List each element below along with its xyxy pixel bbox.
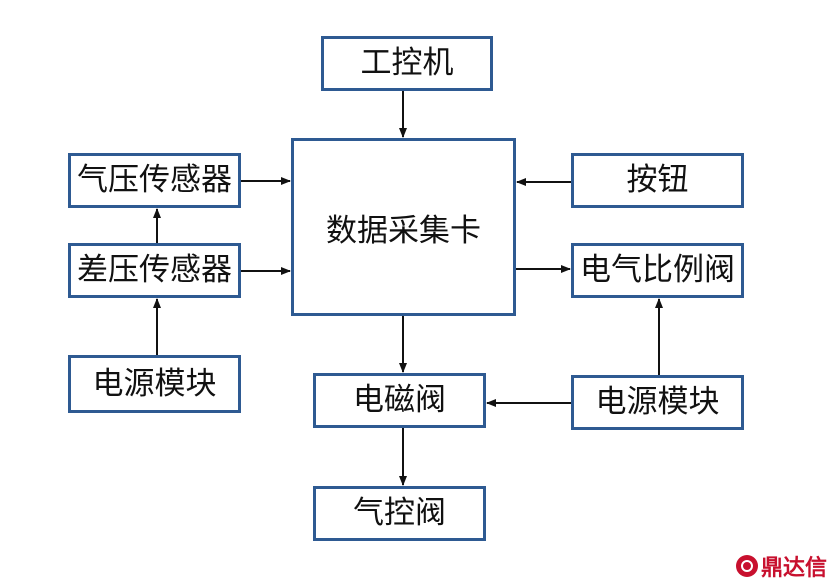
node-pneumatic-control-valve: 气控阀 [313, 486, 486, 541]
node-barometric-sensor: 气压传感器 [68, 153, 241, 208]
node-button: 按钮 [571, 153, 744, 208]
watermark: 鼎达信 [736, 550, 827, 582]
node-solenoid-valve-label: 电磁阀 [353, 382, 446, 418]
node-differential-pressure-sensor-label: 差压传感器 [77, 252, 232, 288]
node-ipc-label: 工控机 [360, 45, 454, 81]
node-electro-pneumatic-proportional-valve: 电气比例阀 [571, 243, 744, 298]
node-power-module-left: 电源模块 [68, 355, 241, 413]
node-barometric-sensor-label: 气压传感器 [77, 162, 232, 198]
watermark-text: 鼎达信 [761, 556, 828, 581]
node-pneumatic-control-valve-label: 气控阀 [353, 495, 446, 531]
node-data-acquisition-card: 数据采集卡 [291, 138, 516, 316]
node-power-module-left-label: 电源模块 [92, 365, 217, 402]
node-data-acquisition-card-label: 数据采集卡 [326, 213, 481, 249]
node-button-label: 按钮 [626, 162, 689, 198]
node-ipc: 工控机 [321, 36, 493, 91]
node-power-module-right: 电源模块 [571, 375, 744, 430]
node-power-module-right-label: 电源模块 [595, 384, 720, 420]
logo-icon [736, 555, 758, 577]
node-electro-pneumatic-proportional-valve-label: 电气比例阀 [580, 252, 735, 288]
node-solenoid-valve: 电磁阀 [313, 373, 486, 428]
node-differential-pressure-sensor: 差压传感器 [68, 243, 241, 298]
